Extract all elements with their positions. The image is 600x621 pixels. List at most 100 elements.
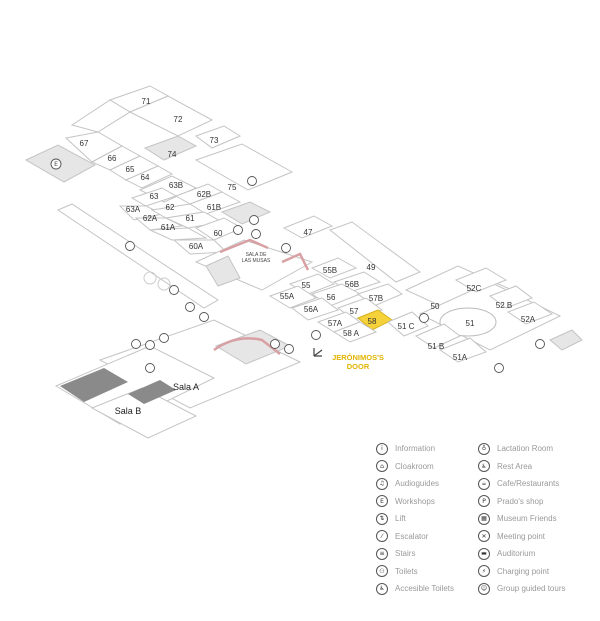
- stair-void-2: [128, 380, 176, 404]
- legend-label: Lift: [395, 514, 406, 524]
- label-51c: 51 C: [398, 322, 415, 331]
- prado-shop-icon: [169, 285, 179, 295]
- sala-b-area[interactable]: [90, 387, 198, 439]
- label-55b: 55B: [323, 266, 337, 275]
- stairs-icon-lobby: [131, 339, 141, 349]
- cafe-icon: ☕: [478, 477, 490, 490]
- room-72[interactable]: [128, 95, 214, 137]
- room-47[interactable]: [282, 215, 334, 239]
- cloakroom-icon: [281, 243, 291, 253]
- room-52a[interactable]: [506, 301, 554, 325]
- service-block: [220, 201, 272, 225]
- lactation-room-icon: [159, 333, 169, 343]
- room-58a[interactable]: [332, 321, 378, 343]
- label-74: 74: [168, 150, 177, 159]
- room-55b[interactable]: [310, 257, 358, 279]
- label-52a: 52A: [521, 315, 536, 324]
- label-51b: 51 B: [428, 342, 444, 351]
- cloakroom-icon: ⌂: [376, 460, 388, 473]
- east-annex: [549, 329, 583, 351]
- room-73[interactable]: [194, 125, 242, 149]
- legend-label: Accesible Toilets: [395, 584, 454, 594]
- legend-item: ▦Museum Friends: [478, 510, 566, 528]
- meeting-point-icon: ✕: [478, 530, 490, 543]
- label-57: 57: [350, 307, 359, 316]
- toilets-icon: ⚇: [376, 565, 388, 578]
- information-icon: [199, 312, 209, 322]
- legend-label: Lactation Room: [497, 444, 554, 454]
- room-52c[interactable]: [454, 267, 508, 293]
- shop-icon: P: [478, 495, 490, 508]
- legend-label: Toilets: [395, 566, 418, 576]
- workshops-icon: [50, 158, 62, 170]
- legend-item: ✕Meeting point: [478, 528, 566, 546]
- room-75[interactable]: [194, 143, 294, 191]
- label-57a: 57A: [328, 319, 343, 328]
- room-51c[interactable]: [387, 311, 429, 337]
- label-50: 50: [431, 302, 440, 311]
- legend-item: ⚇ Toilets: [376, 563, 454, 581]
- label-57b: 57B: [369, 294, 383, 303]
- stairs-icon: [251, 229, 261, 239]
- toilets-icon-west: [125, 241, 135, 251]
- label-60a: 60A: [189, 242, 204, 251]
- legend-item: ⁄ Escalator: [376, 528, 454, 546]
- legend-label: Escalator: [395, 531, 429, 541]
- room-74[interactable]: [143, 135, 198, 161]
- label-65: 65: [126, 165, 135, 174]
- legend-label: Auditorium: [497, 549, 536, 559]
- room-56a[interactable]: [290, 297, 340, 321]
- auditorium-red-wall: [213, 337, 281, 355]
- door-arrow-icon: [313, 348, 323, 357]
- information-icon: i: [376, 442, 388, 455]
- legend-column-right: ♁Lactation Room ♿Rest Area ☕Cafe/Restaur…: [478, 440, 566, 598]
- workshops-icon-label: E: [54, 161, 58, 168]
- label-73: 73: [210, 136, 219, 145]
- label-47: 47: [304, 228, 313, 237]
- auditorium-icon: [270, 339, 280, 349]
- label-67: 67: [80, 139, 89, 148]
- room-61a[interactable]: [149, 227, 208, 241]
- room-55a[interactable]: [268, 285, 318, 309]
- label-63: 63: [150, 192, 159, 201]
- legend-item: ⌂Cloakroom: [376, 458, 454, 476]
- label-55a: 55A: [280, 292, 295, 301]
- room-49[interactable]: [328, 221, 422, 283]
- accessible-toilets-icon: ♿: [376, 582, 388, 595]
- rest-area-icon: ♿: [478, 460, 490, 473]
- label-62: 62: [166, 203, 175, 212]
- group-tours-icon: ☺: [478, 582, 490, 595]
- jeronimos-door-label: JERÓNIMOS'S: [332, 353, 384, 362]
- musas-side: [205, 255, 241, 287]
- toilets-icon: [249, 215, 259, 225]
- room-67-upper[interactable]: [70, 99, 131, 133]
- stairs-icon-east: [419, 313, 429, 323]
- workshops-icon-lobby: [284, 344, 294, 354]
- sala-de-las-musas[interactable]: [194, 239, 314, 291]
- accessible-toilets-icon: [233, 225, 243, 235]
- room-61b[interactable]: [188, 191, 242, 215]
- lactation-room-icon: ♁: [478, 442, 490, 455]
- escalator-icon: ⁄: [376, 530, 388, 543]
- label-71: 71: [142, 97, 151, 106]
- room-52b[interactable]: [488, 285, 534, 309]
- charging-point-icon: ⚡: [478, 565, 490, 578]
- museum-friends-icon: ▦: [478, 512, 490, 525]
- label-75: 75: [228, 183, 237, 192]
- room-51a[interactable]: [438, 337, 487, 363]
- legend-label: Cafe/Restaurants: [497, 479, 560, 489]
- musas-red-wall-2: [281, 252, 310, 271]
- room-62a[interactable]: [134, 217, 184, 231]
- jeronimos-door-label-2: DOOR: [347, 362, 370, 371]
- legend-label: Audioguides: [395, 479, 440, 489]
- label-66: 66: [108, 154, 117, 163]
- room-64[interactable]: [124, 165, 174, 189]
- label-61b: 61B: [207, 203, 221, 212]
- room-51b[interactable]: [414, 323, 461, 349]
- label-58: 58: [368, 317, 377, 326]
